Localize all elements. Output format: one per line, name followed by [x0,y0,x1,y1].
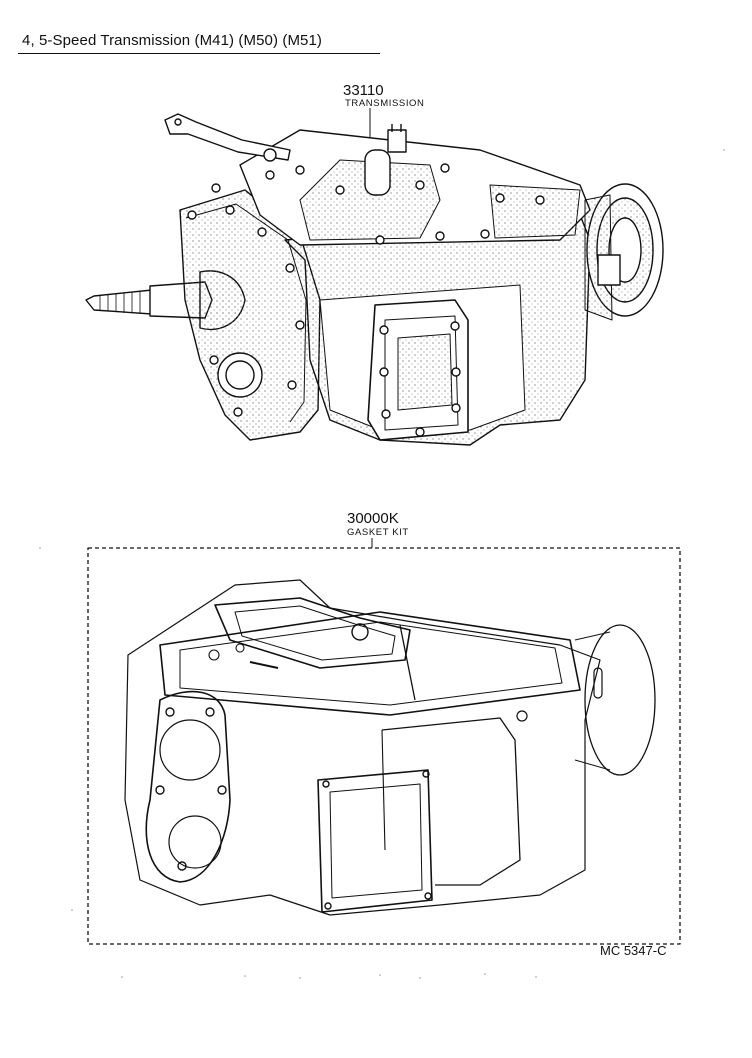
rear-housing-bolts [187,183,305,417]
title-underline [18,53,380,54]
input-flange [584,183,664,321]
transmission-part-name: TRANSMISSION [345,98,425,109]
gasket-kit-part-number: 30000K [347,510,399,527]
transmission-drawing [85,108,664,446]
top-cover [239,129,591,246]
side-cover-plate [367,299,469,441]
reference-code: MC 5347-C [600,943,667,958]
shift-lever-bracket [164,113,291,162]
gasket-kit-drawing [87,538,681,945]
scan-specks [39,149,725,979]
page-title: 4, 5-Speed Transmission (M41) (M50) (M51… [22,32,323,49]
transmission-part-number: 33110 [343,82,384,99]
top-cover-bolts [265,163,545,245]
gasket-kit-boundary [87,547,681,945]
gasket-kit-part-name: GASKET KIT [347,527,409,538]
top-sensor [387,124,407,153]
